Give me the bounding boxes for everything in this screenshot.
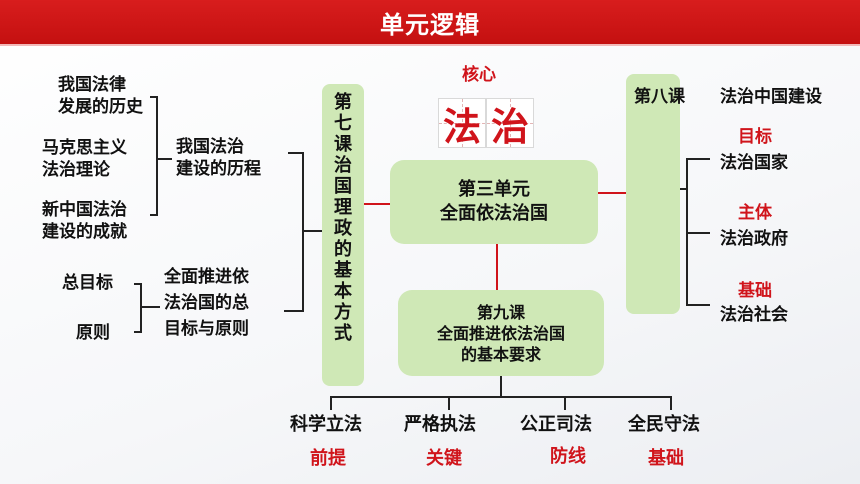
lesson9-bracket-tick-1 xyxy=(330,396,332,410)
lesson9-item-3: 公正司法 xyxy=(520,414,592,435)
lesson9-line3: 的基本要求 xyxy=(460,344,541,364)
lesson7-bracket-stem xyxy=(302,230,322,232)
lesson8-role-1: 目标 xyxy=(738,127,772,147)
core-label: 核心 xyxy=(462,65,496,85)
page-title: 单元逻辑 xyxy=(380,10,480,39)
core-char-zhi: 治 xyxy=(486,98,534,149)
lesson9-bracket-stem xyxy=(500,376,502,398)
lesson9-item-4: 全民守法 xyxy=(628,414,700,435)
lesson9-line2: 全面推进依法治国 xyxy=(436,323,565,343)
connector-center-lesson8 xyxy=(598,192,626,194)
lesson9-bracket-tick-3 xyxy=(564,396,566,410)
history-bracket-tick-1 xyxy=(150,96,158,98)
lesson8-bracket-stem xyxy=(680,188,686,190)
goal-bracket-stem xyxy=(140,306,160,308)
lesson9-item-1: 科学立法 xyxy=(290,414,362,435)
lesson8-subtitle: 法治中国建设 xyxy=(720,87,822,107)
lesson9-line1: 第九课 xyxy=(476,302,525,322)
history-bracket xyxy=(156,96,158,216)
lesson7-bracket-top xyxy=(288,152,304,154)
lesson9-role-3: 防线 xyxy=(550,446,586,467)
connector-center-lesson7 xyxy=(364,203,390,205)
lesson9-role-1: 前提 xyxy=(310,448,346,469)
history-bracket-stem xyxy=(156,158,172,160)
goal-bracket xyxy=(140,283,142,333)
lesson9-box: 第九课 全面推进依法治国 的基本要求 xyxy=(398,290,604,376)
header-bar: 单元逻辑 xyxy=(0,0,860,46)
lesson7-title: 第七课 治国理政的基本方式 xyxy=(334,92,352,344)
lesson9-bracket-tick-4 xyxy=(670,396,672,410)
history-group: 我国法治建设的历程 xyxy=(176,137,261,179)
lesson8-title: 第八课 xyxy=(634,87,685,107)
center-line2: 全面依法治国 xyxy=(440,203,548,224)
history-bracket-tick-2 xyxy=(150,214,158,216)
center-line1: 第三单元 xyxy=(458,179,530,200)
goal-item-1: 总目标 xyxy=(62,273,113,293)
lesson7-bracket-bottom xyxy=(284,310,304,312)
lesson8-bracket-tick-2 xyxy=(686,232,710,234)
lesson9-bracket xyxy=(330,396,672,398)
lesson8-box xyxy=(626,74,680,314)
center-box: 第三单元 全面依法治国 xyxy=(390,160,598,244)
goal-item-2: 原则 xyxy=(76,323,110,343)
goal-bracket-tick-1 xyxy=(134,283,142,285)
lesson7-bracket xyxy=(302,152,304,312)
lesson9-item-2: 严格执法 xyxy=(404,414,476,435)
lesson8-bracket-tick-1 xyxy=(686,158,710,160)
lesson8-bracket-tick-3 xyxy=(686,304,710,306)
lesson8-item-2: 法治政府 xyxy=(720,229,788,249)
goal-bracket-tick-2 xyxy=(134,331,142,333)
history-item-2: 马克思主义法治理论 xyxy=(42,138,127,180)
lesson8-item-1: 法治国家 xyxy=(720,153,788,173)
history-item-3: 新中国法治建设的成就 xyxy=(42,200,127,242)
goal-group: 全面推进依法治国的总目标与原则 xyxy=(164,267,249,339)
lesson8-role-2: 主体 xyxy=(738,203,772,223)
lesson9-role-2: 关键 xyxy=(426,448,462,469)
lesson9-role-4: 基础 xyxy=(648,448,684,469)
core-char-fa: 法 xyxy=(438,98,486,149)
lesson8-item-3: 法治社会 xyxy=(720,305,788,325)
connector-center-lesson9 xyxy=(496,244,498,290)
lesson9-bracket-tick-2 xyxy=(448,396,450,410)
core-fazhi: 法 治 xyxy=(438,98,534,149)
history-item-1: 我国法律发展的历史 xyxy=(58,75,143,117)
lesson8-role-3: 基础 xyxy=(738,281,772,301)
lesson7-box: 第七课 治国理政的基本方式 xyxy=(322,84,364,386)
